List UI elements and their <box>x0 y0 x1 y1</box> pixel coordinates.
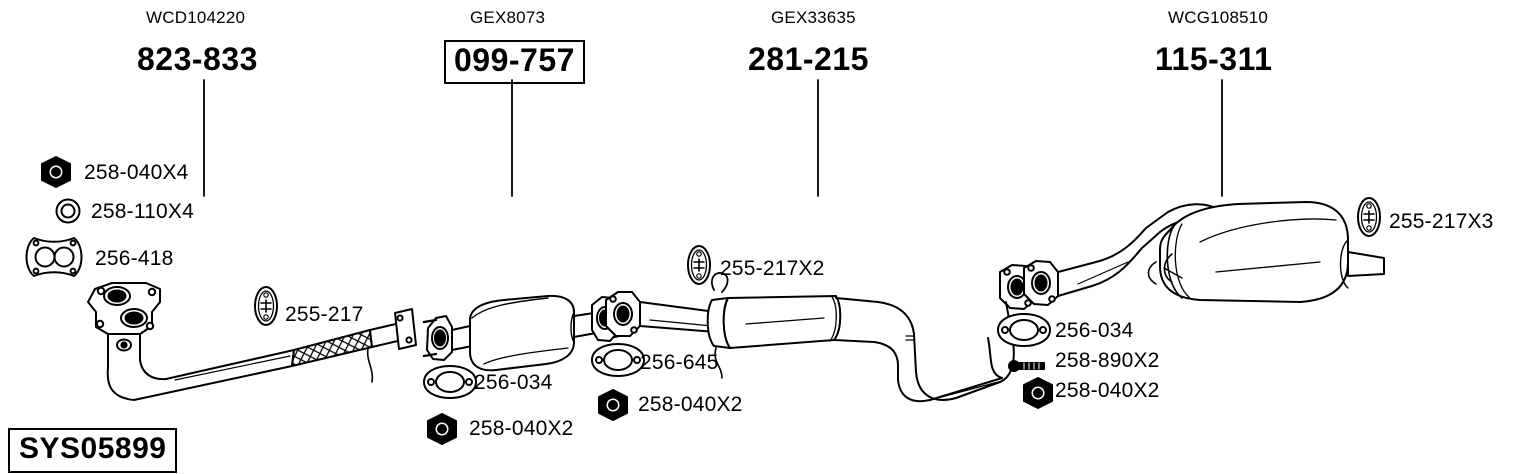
hex-nut-icon-4 <box>1023 377 1053 409</box>
front-pipe-component <box>87 282 417 401</box>
oval-gasket-icon-1 <box>423 365 477 399</box>
group-number-rear-silencer[interactable]: 115-311 <box>1155 41 1273 77</box>
twin-bore-gasket-icon <box>25 237 83 277</box>
group-number-centre-silencer[interactable]: 281-215 <box>748 41 869 77</box>
catalytic-converter-component <box>422 294 630 372</box>
oe-code-front-pipe: WCD104220 <box>146 8 246 27</box>
oe-code-catalytic-converter: GEX8073 <box>470 8 546 27</box>
part-label-258-890X2[interactable]: 258-890X2 <box>1055 349 1160 372</box>
system-code-badge[interactable]: SYS05899 <box>8 428 178 473</box>
group-number-catalytic-converter[interactable]: 099-757 <box>444 40 585 84</box>
part-label-256-034-rear[interactable]: 256-034 <box>1055 319 1134 342</box>
part-label-258-040X4[interactable]: 258-040X4 <box>84 161 189 184</box>
hex-nut-icon-3 <box>598 389 628 421</box>
bolt-icon <box>1008 360 1045 372</box>
part-label-258-040X2-centre[interactable]: 258-040X2 <box>638 393 743 416</box>
oval-gasket-icon-3 <box>997 313 1051 347</box>
part-label-258-110X4[interactable]: 258-110X4 <box>91 200 194 223</box>
rear-silencer-component <box>1023 201 1385 306</box>
hex-nut-icon-1 <box>41 156 71 188</box>
part-label-258-040X2-front[interactable]: 258-040X2 <box>469 417 574 440</box>
part-label-255-217[interactable]: 255-217 <box>285 303 364 326</box>
flex-pipe <box>291 329 373 367</box>
group-number-front-pipe[interactable]: 823-833 <box>137 41 258 77</box>
part-label-255-217X3[interactable]: 255-217X3 <box>1389 210 1494 233</box>
hex-nut-icon-2 <box>427 413 457 445</box>
rubber-hanger-icon-1 <box>254 286 278 326</box>
washer-ring-icon <box>55 198 81 224</box>
part-label-256-645[interactable]: 256-645 <box>640 351 719 374</box>
oe-code-rear-silencer: WCG108510 <box>1168 8 1269 27</box>
part-label-255-217X2[interactable]: 255-217X2 <box>720 257 825 280</box>
rubber-hanger-icon-3 <box>1357 197 1381 237</box>
oe-code-centre-silencer: GEX33635 <box>771 8 856 27</box>
oval-gasket-icon-2 <box>591 343 645 377</box>
leader-lines <box>203 79 1223 197</box>
part-label-256-034-front[interactable]: 256-034 <box>474 371 553 394</box>
part-label-258-040X2-rear[interactable]: 258-040X2 <box>1055 379 1160 402</box>
part-label-256-418[interactable]: 256-418 <box>95 247 174 270</box>
rubber-hanger-icon-2 <box>687 245 711 285</box>
centre-silencer-component <box>605 264 1035 403</box>
